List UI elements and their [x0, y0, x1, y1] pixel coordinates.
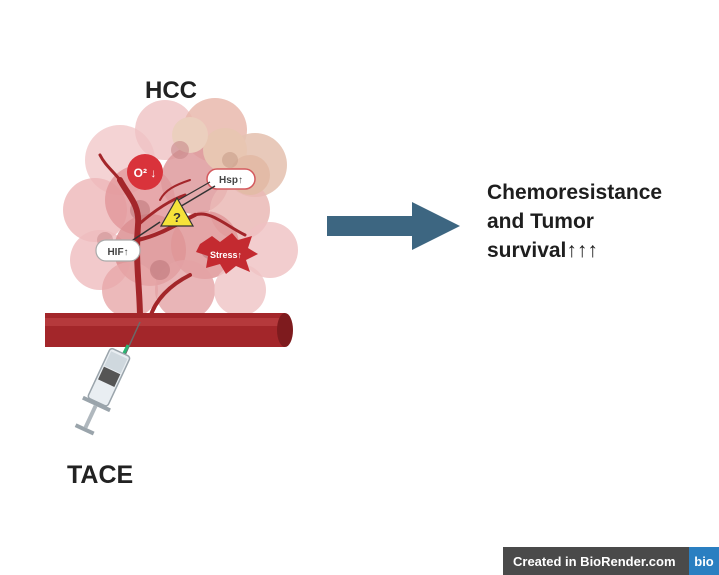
outcome-line-1: Chemoresistance — [487, 181, 663, 204]
outcome-arrow — [327, 202, 460, 250]
unknown-mechanism-warning: ? — [129, 181, 216, 243]
svg-text:Stress↑: Stress↑ — [210, 250, 242, 260]
svg-text:?: ? — [173, 210, 181, 225]
hif-up-label: HIF↑ — [95, 239, 141, 262]
outcome-line-2: and Tumor — [487, 210, 594, 233]
svg-text:Hsp↑: Hsp↑ — [219, 175, 243, 186]
tace-title: TACE — [67, 461, 134, 489]
biorender-logo-icon: bio — [689, 547, 719, 575]
credit-text: Created in BioRender.com — [513, 553, 676, 569]
tumor-blood-vessels — [98, 153, 247, 321]
oxygen-low-indicator: O² ↓ — [127, 154, 163, 190]
stress-up-indicator: Stress↑ — [196, 233, 258, 274]
svg-text:O² ↓: O² ↓ — [134, 166, 157, 180]
hcc-title: HCC — [145, 77, 197, 104]
svg-text:HIF↑: HIF↑ — [107, 247, 128, 258]
biorender-credit-badge[interactable]: Created in BioRender.com bio — [503, 547, 719, 575]
outcome-line-3: survival↑↑↑ — [487, 239, 598, 262]
hsp-up-label: Hsp↑ — [206, 168, 256, 190]
outcome-text: Chemoresistance and Tumor survival↑↑↑ — [487, 178, 702, 265]
syringe-icon — [74, 321, 141, 436]
main-blood-vessel — [45, 313, 293, 347]
